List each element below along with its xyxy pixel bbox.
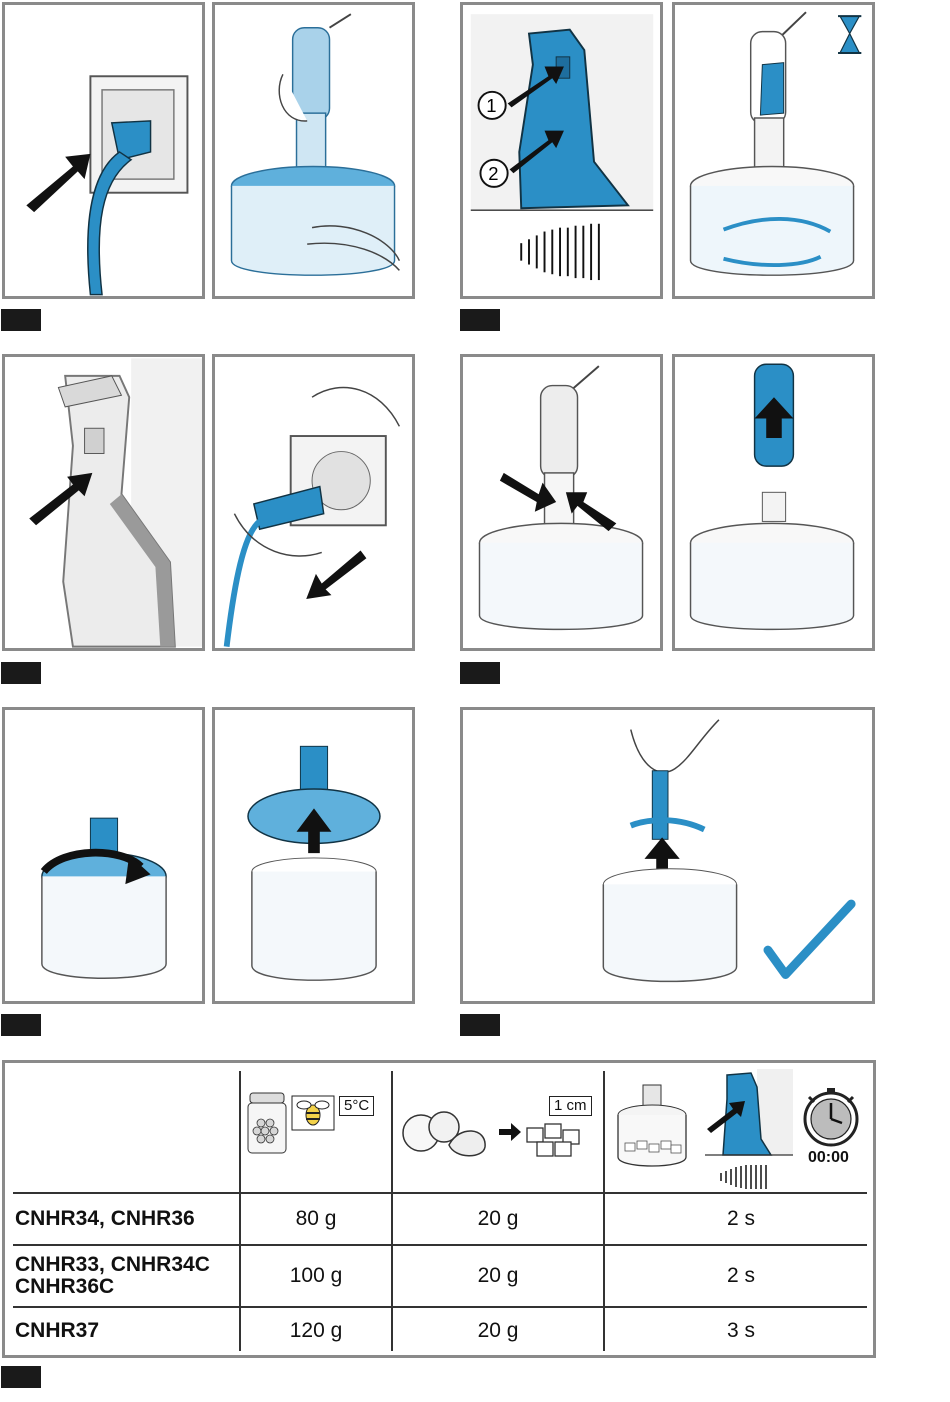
temperature-label: 5°C <box>339 1096 374 1116</box>
checkmark-icon <box>768 904 851 975</box>
pieces-cell: 20 g <box>393 1308 603 1354</box>
produce-icon <box>399 1105 491 1161</box>
press-label-1: 1 <box>486 95 496 116</box>
step-tag-7 <box>1 1366 41 1388</box>
step-tag-3 <box>1 662 41 684</box>
step-tag-4 <box>460 662 500 684</box>
model-cell: CNHR33, CNHR34C CNHR36C <box>15 1246 210 1306</box>
pieces-cell: 20 g <box>393 1194 603 1244</box>
chopper-icon <box>613 1081 691 1171</box>
step-tag-5 <box>1 1014 41 1036</box>
time-cell: 2 s <box>605 1246 877 1306</box>
stopwatch-label: 00:00 <box>808 1149 849 1167</box>
bee-icon <box>291 1095 335 1131</box>
amount-cell: 120 g <box>241 1308 391 1354</box>
figure-release-button <box>2 354 205 651</box>
amount-cell: 100 g <box>241 1246 391 1306</box>
quantity-table: 5°C 1 cm <box>2 1060 876 1358</box>
hourglass-icon <box>838 16 861 53</box>
figure-plug-in <box>2 2 205 299</box>
model-cell: CNHR34, CNHR36 <box>15 1194 195 1244</box>
press-button-icon <box>705 1069 793 1189</box>
figure-remove-lid <box>212 707 415 1004</box>
honey-jar-icon <box>245 1091 289 1157</box>
cubes-icon <box>523 1118 583 1160</box>
figure-turn-lid <box>2 707 205 1004</box>
stopwatch-icon <box>801 1087 861 1147</box>
pieces-cell: 20 g <box>393 1246 603 1306</box>
figure-hold-chopper <box>212 2 415 299</box>
figure-detach-motor <box>460 354 663 651</box>
model-cell: CNHR37 <box>15 1308 99 1354</box>
time-cell: 2 s <box>605 1194 877 1244</box>
step-tag-1 <box>1 309 41 331</box>
cube-size-label: 1 cm <box>549 1096 592 1116</box>
arrow-right-icon <box>499 1123 521 1141</box>
figure-unplug <box>212 354 415 651</box>
press-label-2: 2 <box>488 163 498 184</box>
figure-remove-blade <box>460 707 875 1004</box>
time-cell: 3 s <box>605 1308 877 1354</box>
amount-cell: 80 g <box>241 1194 391 1244</box>
step-tag-2 <box>460 309 500 331</box>
figure-lift-motor <box>672 354 875 651</box>
step-tag-6 <box>460 1014 500 1036</box>
figure-press-buttons: 1 2 <box>460 2 663 299</box>
figure-chopping <box>672 2 875 299</box>
